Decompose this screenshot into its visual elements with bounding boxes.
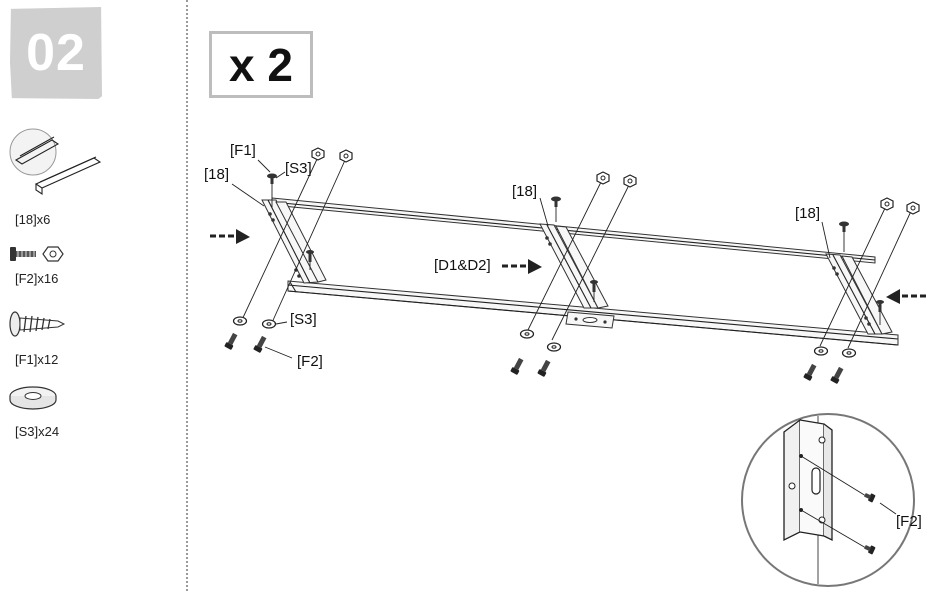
nuts	[311, 147, 920, 215]
arrow-right-icon	[886, 289, 926, 304]
screws-f1	[267, 173, 884, 312]
step-number: 02	[26, 24, 86, 82]
callout-f2-bottom: [F2]	[297, 353, 323, 370]
direction-arrows	[210, 229, 926, 304]
callout-s3-top: [S3]	[285, 160, 312, 177]
label-leaders	[231, 159, 831, 359]
part-label-s3: [S3]x24	[15, 424, 60, 439]
screw-icon	[9, 311, 66, 337]
rail-bracket-left	[261, 199, 327, 293]
callout-18-middle: [18]	[512, 183, 538, 200]
callout-f2-detail: [F2]	[896, 513, 922, 530]
rail-bracket-icon	[9, 128, 102, 196]
fastener-guides	[239, 156, 913, 349]
rail-bracket-right	[825, 253, 893, 335]
callout-d1-d2: [D1&D2]	[434, 257, 491, 274]
quantity-box: x 2	[209, 31, 313, 98]
part-label-f2: [F2]x16	[15, 271, 59, 286]
callout-f1: [F1]	[230, 142, 256, 159]
part-label-18: [18]x6	[15, 212, 51, 227]
arrow-left-icon	[210, 229, 250, 244]
callout-s3-bottom: [S3]	[290, 311, 317, 328]
washer-icon	[9, 386, 57, 410]
bolt-nut-icon	[10, 246, 64, 262]
arrow-middle-icon	[502, 259, 542, 274]
bolts-f2	[224, 332, 844, 384]
callout-18-left: [18]	[204, 166, 230, 183]
sidebar-divider	[186, 0, 188, 591]
washers-s3	[232, 316, 857, 358]
callout-18-right: [18]	[795, 205, 821, 222]
quantity-label: x 2	[229, 38, 293, 91]
detail-magnifier	[741, 413, 915, 587]
part-label-f1: [F1]x12	[15, 352, 59, 367]
step-number-badge: 02	[10, 7, 102, 99]
